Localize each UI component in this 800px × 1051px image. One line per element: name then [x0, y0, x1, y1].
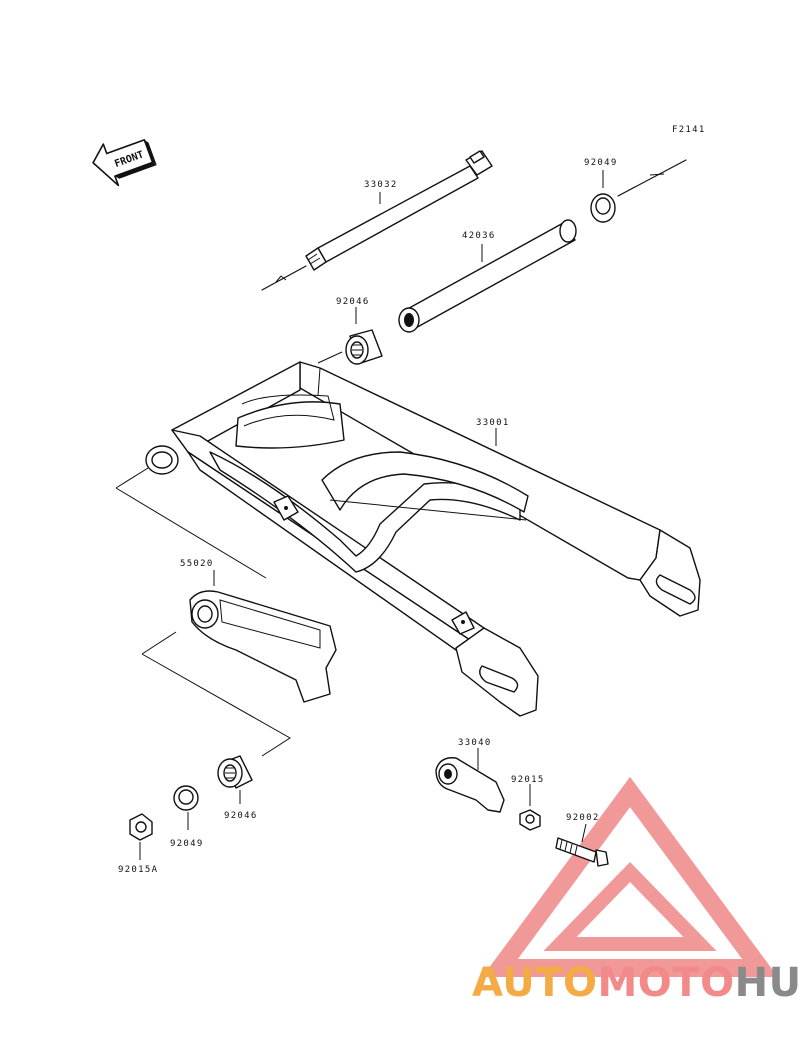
label-nut-adjuster: 92015 — [511, 775, 545, 785]
label-pivot-shaft: 33032 — [364, 180, 398, 190]
label-nut-pivot: 92015A — [118, 865, 158, 875]
label-seal-upper: 92049 — [584, 158, 618, 168]
label-seal-lower: 92049 — [170, 839, 204, 849]
label-bolt-adjuster: 92002 — [566, 813, 600, 823]
watermark-seg-auto: AUTO — [472, 960, 598, 1006]
watermark-seg-moto: MOTO — [598, 960, 735, 1006]
watermark-logo-icon — [482, 776, 778, 977]
watermark-seg-hub: HUB — [735, 960, 800, 1006]
part-seal-lower: 92049 — [170, 785, 204, 849]
part-bearing-upper: 92046 — [317, 297, 383, 365]
part-chain-adjuster: 33040 — [435, 738, 505, 813]
leader-guard-lower-b — [141, 653, 291, 757]
label-guard: 55020 — [180, 559, 214, 569]
watermark-text: AUTOMOTOHUB — [472, 960, 800, 1006]
front-arrow-icon: FRONT — [92, 139, 157, 187]
part-bearing-lower: 92046 — [217, 755, 258, 821]
figure-code: F2141 — [672, 125, 706, 135]
part-nut-pivot: 92015A — [118, 813, 158, 875]
part-collar-long: 42036 — [398, 219, 577, 333]
label-bearing-upper: 92046 — [336, 297, 370, 307]
leader-pivot — [115, 467, 149, 489]
part-seal-upper: 92049 — [584, 158, 687, 223]
part-bolt-adjuster: 92002 — [555, 813, 609, 867]
part-nut-adjuster: 92015 — [511, 775, 545, 831]
part-swingarm: 33001 — [145, 361, 701, 717]
label-chain-adjuster: 33040 — [458, 738, 492, 748]
leader-guard-lower-a — [141, 631, 177, 655]
leader-pivot-guard — [115, 487, 267, 579]
label-swingarm: 33001 — [476, 418, 510, 428]
label-collar-long: 42036 — [462, 231, 496, 241]
part-guard: 55020 — [180, 559, 337, 703]
part-pivot-shaft: 33032 — [261, 150, 493, 291]
label-bearing-lower: 92046 — [224, 811, 258, 821]
